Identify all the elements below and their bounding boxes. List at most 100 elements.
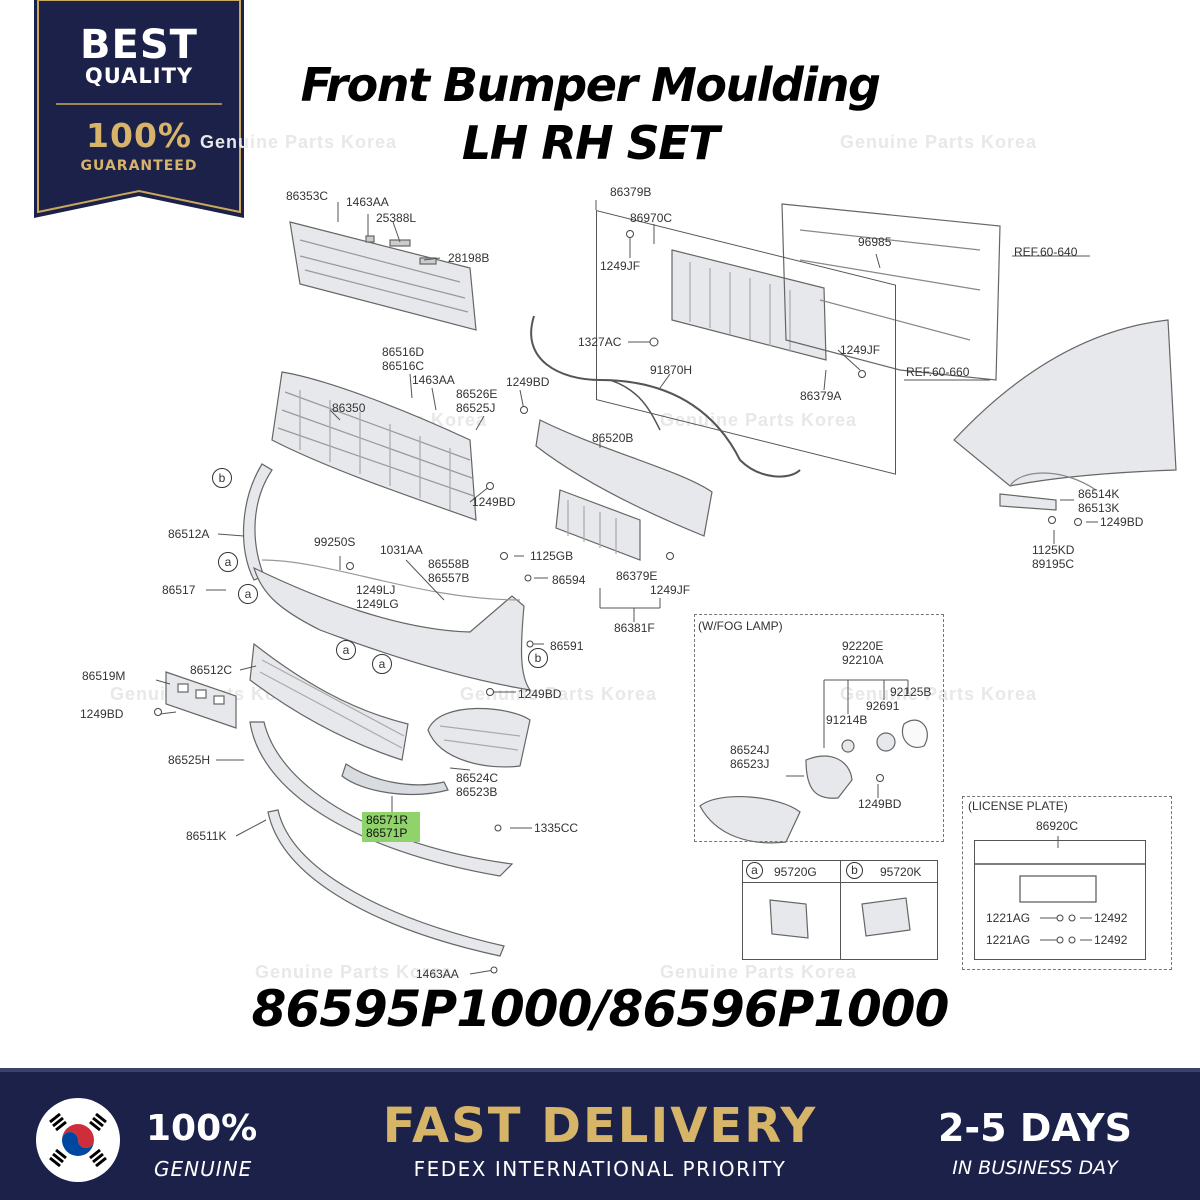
- product-title-line1: Front Bumper Moulding: [300, 58, 881, 112]
- sensor-box-divider: [840, 860, 841, 960]
- part-number: 86595P1000/86596P1000: [251, 980, 950, 1038]
- part-label: 86525H: [168, 753, 211, 767]
- sensor-b-location-marker: b: [212, 468, 232, 488]
- part-label: 86516C: [382, 359, 425, 373]
- part-86520b-shape: [535, 419, 713, 537]
- part-86519m-shape: [165, 671, 237, 729]
- part-label: 86512C: [190, 663, 233, 677]
- part-label: 1249BD: [506, 375, 550, 389]
- product-title-line2: LH RH SET: [461, 116, 720, 170]
- part-label: 1249BD: [472, 495, 516, 509]
- delivery-days-note: IN BUSINESS DAY: [952, 1157, 1118, 1179]
- part-label: 1463AA: [416, 967, 459, 981]
- genuine-percent: 100%: [146, 1108, 258, 1149]
- part-label: 1249JF: [600, 259, 641, 273]
- delivery-days: 2-5 DAYS: [937, 1106, 1133, 1150]
- part-label: 1327AC: [578, 335, 622, 349]
- part-label: 1249BD: [858, 797, 902, 811]
- part-label: 86519M: [82, 669, 126, 683]
- sensor-b-shape: [861, 897, 911, 937]
- part-label: 12492: [1094, 911, 1128, 925]
- sensor-a-code: 95720G: [774, 865, 817, 879]
- license-plate-box-title: (LICENSE PLATE): [968, 799, 1068, 813]
- watermark: Genuine Parts Korea: [255, 962, 453, 982]
- part-bumper-cover-shape: [253, 566, 532, 691]
- badge-best-text: BEST: [80, 22, 198, 68]
- part-86571-moulding-shape: [341, 763, 449, 795]
- watermark: Genuine Parts Korea: [840, 684, 1038, 704]
- part-label: 86970C: [630, 211, 673, 225]
- part-label: 1335CC: [534, 821, 579, 835]
- part-label: 1031AA: [380, 543, 423, 557]
- part-label: 86350: [332, 401, 366, 415]
- part-label: 1221AG: [986, 911, 1031, 925]
- part-label: 99250S: [314, 535, 356, 549]
- part-label: 86516D: [382, 345, 425, 359]
- part-label: 92125B: [890, 685, 932, 699]
- part-label: 1221AG: [986, 933, 1031, 947]
- sensor-b-code: 95720K: [880, 865, 922, 879]
- part-label: 1463AA: [346, 195, 389, 209]
- part-label: 86381F: [614, 621, 655, 635]
- carrier-label: FEDEX INTERNATIONAL PRIORITY: [413, 1157, 787, 1181]
- sensor-a-location-marker: a: [238, 584, 258, 604]
- wiring-harness-shape: [530, 315, 801, 478]
- sensor-b-marker: b: [846, 862, 863, 879]
- part-label: 25388L: [376, 211, 417, 225]
- part-label: 89195C: [1032, 557, 1075, 571]
- part-label: 86517: [162, 583, 196, 597]
- part-label: 86511K: [186, 829, 227, 843]
- part-radiator-support-shape: [781, 203, 1001, 381]
- badge-guaranteed-text: GUARANTEED: [80, 158, 198, 174]
- sensor-b-location-marker: b: [528, 648, 548, 668]
- part-label: 86512A: [168, 527, 210, 541]
- part-label: 1249JF: [840, 343, 881, 357]
- part-label: 86520B: [592, 431, 634, 445]
- sensor-a-location-marker: a: [372, 654, 392, 674]
- part-label: 86523B: [456, 785, 498, 799]
- korea-flag-icon: [36, 1098, 120, 1182]
- license-plate-inner-box: [974, 840, 1146, 960]
- part-label: 1249LJ: [356, 583, 396, 597]
- part-label: 1463AA: [412, 373, 455, 387]
- part-86379e-shape: [555, 489, 641, 561]
- watermark: Genuine Parts Korea: [840, 132, 1038, 152]
- part-label: 1249JF: [650, 583, 691, 597]
- part-label: REF.60-660: [906, 365, 970, 379]
- sensor-a-shape: [769, 899, 809, 939]
- part-label: 91870H: [650, 363, 693, 377]
- part-86524j-shape: [699, 796, 801, 844]
- part-label: 86379A: [800, 389, 842, 403]
- part-label: 92691: [866, 699, 900, 713]
- badge-ribbon-shape: [34, 0, 244, 218]
- watermark: Genuine Parts Korea: [200, 132, 398, 152]
- part-86512a-shape: [242, 463, 273, 581]
- watermark: Genuine Parts Korea: [660, 962, 858, 982]
- part-label: 86525J: [456, 401, 496, 415]
- part-label: 86379E: [616, 569, 658, 583]
- part-label: 86353C: [286, 189, 329, 203]
- part-label: 92220E: [842, 639, 884, 653]
- part-86353c-shape: [289, 221, 477, 331]
- license-plate-box: [962, 796, 1172, 970]
- part-86511k-shape: [267, 809, 505, 957]
- sensor-box-header-line: [742, 882, 938, 883]
- part-label: 1125KD: [1032, 543, 1075, 557]
- part-label: REF.60-640: [1014, 245, 1078, 259]
- footer-top-stripe: [0, 1068, 1200, 1072]
- sensor-a-location-marker: a: [336, 640, 356, 660]
- part-label: 92210A: [842, 653, 884, 667]
- part-label: 1249BD: [518, 687, 562, 701]
- license-plate-shape: [1019, 875, 1097, 903]
- part-label: 86920C: [1036, 819, 1079, 833]
- part-86525h-shape: [249, 721, 514, 877]
- highlighted-part-label-bg: [362, 812, 420, 842]
- part-label: 1249BD: [80, 707, 124, 721]
- part-label: 86591: [550, 639, 584, 653]
- genuine-label: GENUINE: [154, 1157, 253, 1181]
- fog-lamp-box-title: (W/FOG LAMP): [698, 619, 783, 633]
- part-label: 86557B: [428, 571, 470, 585]
- watermark: Genuine Parts Korea: [660, 410, 858, 430]
- part-label: 86523J: [730, 757, 770, 771]
